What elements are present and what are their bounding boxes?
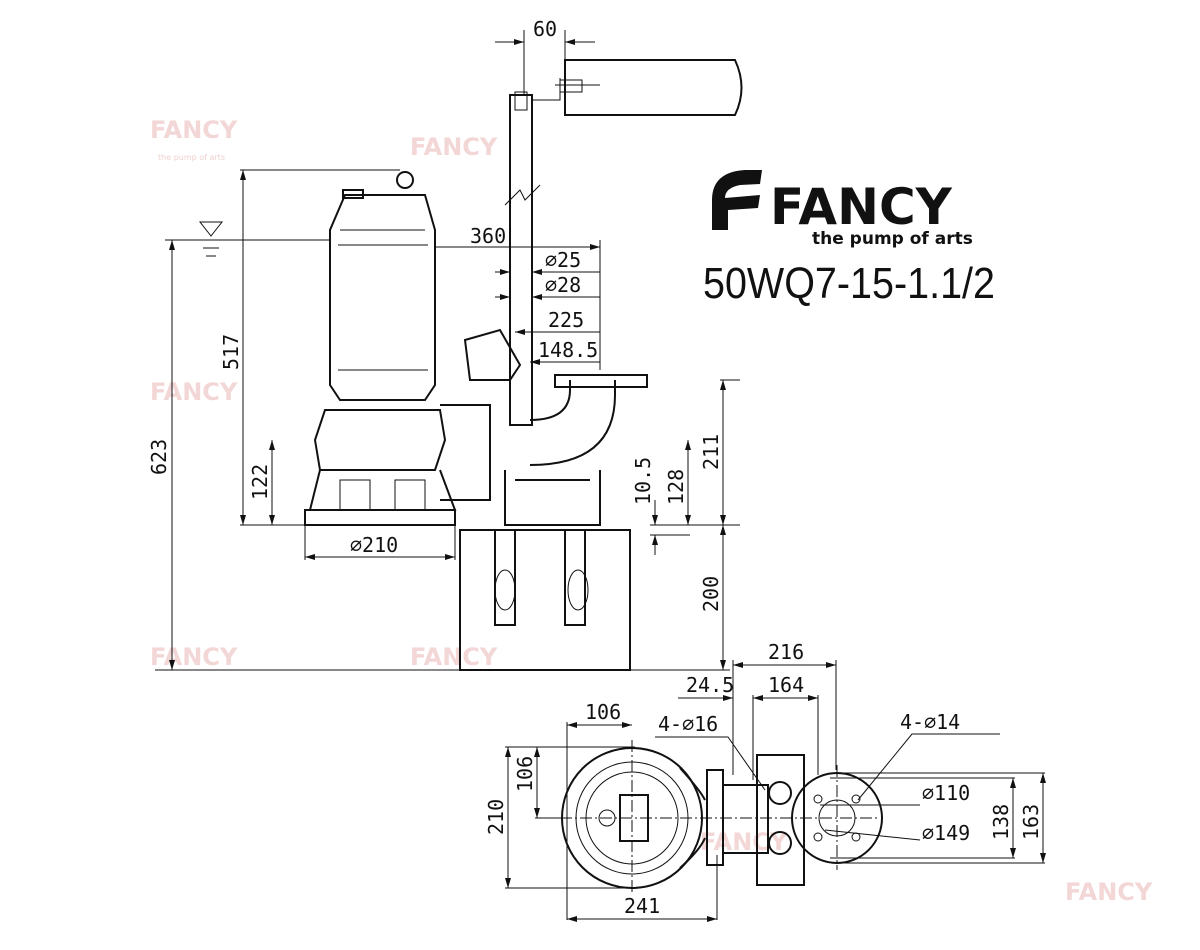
dim-138: 138 [989,804,1013,840]
watermarks: FANCY the pump of arts FANCY FANCY FANCY… [150,116,1153,906]
brand-logo: FANCY the pump of arts 50WQ7-15-1.1/2 [703,170,995,308]
dim-106-top: 106 [585,700,621,724]
side-view-dimensions: 60 360 ⌀25 ⌀28 225 148.5 517 623 122 ⌀21… [147,17,740,671]
dim-216: 216 [768,640,804,664]
pump-body [304,171,457,526]
dim-623: 623 [147,439,171,475]
dim-225: 225 [548,308,584,332]
dim-phi210: ⌀210 [350,533,398,557]
dim-10-5: 10.5 [631,457,655,505]
dim-4-phi16: 4-⌀16 [658,712,718,736]
watermark: FANCY [410,643,498,671]
plan-view [560,740,883,895]
brand-tagline: the pump of arts [812,229,973,249]
dim-phi110: ⌀110 [922,781,970,805]
dim-210: 210 [484,799,508,835]
dim-4-phi14: 4-⌀14 [900,710,960,734]
dim-517: 517 [219,334,243,370]
dim-211: 211 [699,434,723,470]
dim-122: 122 [248,464,272,500]
dim-163: 163 [1019,804,1043,840]
watermark: FANCY [410,133,498,161]
watermark: FANCY [150,643,238,671]
model-number: 50WQ7-15-1.1/2 [703,259,995,308]
dim-164: 164 [768,673,804,697]
fancy-f-logo-icon [712,170,762,230]
plan-view-dimensions: 216 24.5 164 106 4-⌀16 4-⌀14 210 106 241… [484,640,1046,922]
guide-rail [504,85,561,426]
watermark-tagline: the pump of arts [158,153,225,162]
watermark: FANCY [150,116,238,144]
dim-phi28: ⌀28 [545,273,581,297]
dim-24-5: 24.5 [686,673,734,697]
watermark: FANCY [150,378,238,406]
dim-60: 60 [533,17,557,41]
water-level-symbol [165,221,330,257]
brand-name: FANCY [770,178,953,236]
dim-241: 241 [624,894,660,918]
dim-128: 128 [664,469,688,505]
dim-200: 200 [699,576,723,612]
concrete-slab [555,59,743,116]
watermark: FANCY [1065,878,1153,906]
dim-148-5: 148.5 [538,338,598,362]
dim-phi149: ⌀149 [922,821,970,845]
dim-360: 360 [470,224,506,248]
dim-phi25: ⌀25 [545,248,581,272]
discharge-elbow [440,328,648,526]
dim-106-side: 106 [513,756,537,792]
